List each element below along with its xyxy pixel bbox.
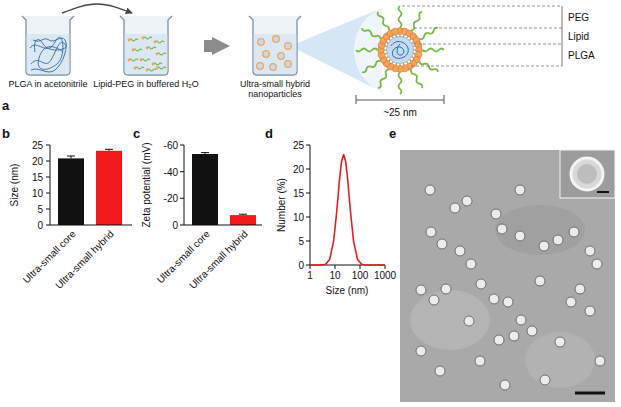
tick-label: 0: [37, 220, 43, 231]
beaker: Ultra-small hybrid nanoparticles: [233, 14, 317, 100]
zeta-bar-chart: [180, 145, 262, 225]
layer-bracket: [562, 6, 563, 66]
beaker-caption: Lipid-PEG in buffered H₂O: [91, 79, 201, 89]
size-distribution-chart: [306, 145, 385, 269]
beaker-glass: [120, 16, 172, 75]
process-arrow: [204, 40, 216, 52]
process-arrow: [62, 4, 132, 13]
panel-letter: b: [2, 127, 10, 141]
beaker-liquid: [27, 34, 70, 74]
nanoparticle-schematic: [354, 4, 446, 96]
tick-label: 1: [307, 270, 313, 281]
beaker: PLGA in acetonitrile: [6, 14, 90, 89]
panel-letter: d: [265, 127, 273, 141]
tick-label: 100: [352, 270, 369, 281]
panel-letter: a: [2, 99, 9, 113]
beaker-contents: [128, 37, 166, 72]
layer-label: PEG: [568, 12, 589, 23]
beaker: Lipid-PEG in buffered H₂O: [91, 14, 201, 89]
axis-title: Size (nm): [9, 164, 20, 207]
panel-letter: e: [389, 127, 396, 141]
tick-label: 20: [293, 164, 304, 175]
beaker-drawing: [117, 14, 175, 76]
tick-label: 25: [32, 140, 43, 151]
layer-label: PLGA: [568, 50, 595, 61]
layer-guides: [402, 6, 562, 66]
beaker-caption: PLGA in acetonitrile: [6, 79, 90, 89]
tick-label: 0: [298, 260, 304, 271]
layer-label: Lipid: [568, 31, 589, 42]
tick-label: 25: [293, 140, 304, 151]
beaker-glass: [249, 16, 301, 75]
size-bar-chart: [46, 145, 132, 225]
axis-title: Number (%): [276, 178, 287, 232]
tem-micrograph: [400, 150, 615, 402]
beaker-drawing: [19, 14, 77, 76]
beaker-contents: [257, 36, 292, 71]
tick-label: 15: [32, 172, 43, 183]
axis-title: Zeta potential (mV): [141, 142, 152, 227]
tick-label: 5: [298, 236, 304, 247]
tick-label: -40: [164, 166, 178, 177]
tick-label: 5: [37, 204, 43, 215]
tick-label: 10: [293, 212, 304, 223]
beaker-liquid: [254, 34, 297, 74]
dimension-label: ~25 nm: [383, 107, 417, 118]
beaker-contents: [30, 37, 66, 72]
tick-label: -60: [164, 140, 178, 151]
tick-label: 10: [329, 270, 340, 281]
panel-letter: c: [133, 127, 140, 141]
tick-label: -20: [164, 193, 178, 204]
tick-label: 20: [32, 156, 43, 167]
tick-label: 0: [172, 220, 178, 231]
size-bar: [356, 95, 444, 104]
beaker-caption: Ultra-small hybrid nanoparticles: [235, 79, 315, 100]
axis-title: Size (nm): [326, 285, 369, 296]
beaker-liquid: [125, 34, 168, 74]
tick-label: 10: [32, 188, 43, 199]
tick-label: 1000: [374, 270, 396, 281]
beaker-drawing: [246, 14, 304, 76]
beaker-glass: [22, 16, 74, 75]
tick-label: 15: [293, 188, 304, 199]
